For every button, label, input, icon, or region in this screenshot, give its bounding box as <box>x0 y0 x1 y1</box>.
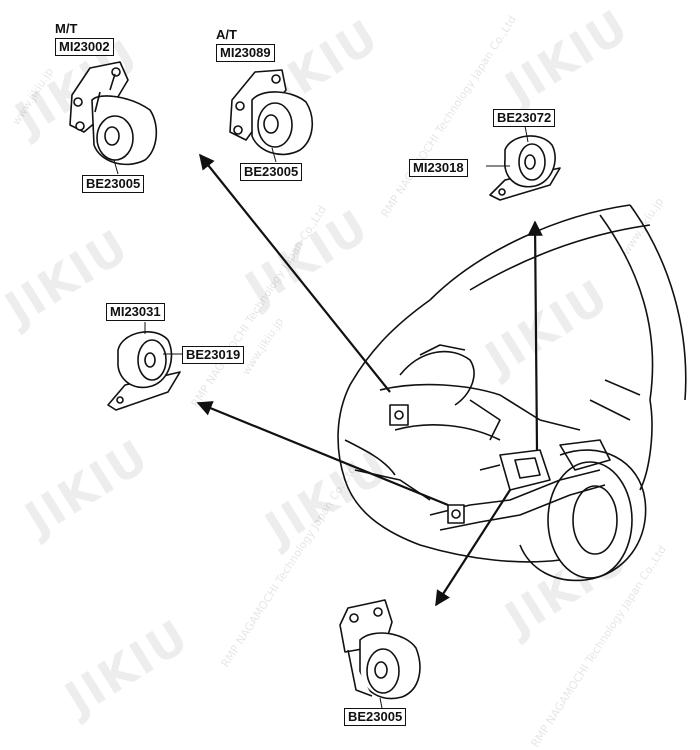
part-label-be23005-bottom: BE23005 <box>344 708 407 726</box>
arrow-to-be23072 <box>527 220 543 451</box>
part-label-mi23089: MI23089 <box>216 44 275 62</box>
car-engine-bay-drawing <box>337 204 687 582</box>
part-label-mi23002: MI23002 <box>55 38 114 56</box>
part-label-mi23018: MI23018 <box>409 159 468 177</box>
mi23031-mount-drawing <box>107 331 181 411</box>
mt-mount-drawing <box>69 61 158 166</box>
mi23018-mount-drawing <box>489 135 561 201</box>
arrow-to-mt-at-mounts <box>199 153 391 393</box>
part-label-mi23031: MI23031 <box>106 303 165 321</box>
mt-heading: M/T <box>55 21 78 36</box>
arrows <box>196 153 543 607</box>
part-label-be23005-mt: BE23005 <box>82 175 145 193</box>
arrow-to-mi23031 <box>196 401 449 507</box>
part-label-be23005-at: BE23005 <box>240 163 303 181</box>
part-label-be23072: BE23072 <box>493 109 556 127</box>
arrow-to-bottom-mount <box>435 489 511 607</box>
bottom-mount-drawing <box>339 599 421 700</box>
at-mount-drawing <box>229 69 313 156</box>
at-heading: A/T <box>216 27 237 42</box>
part-label-be23019: BE23019 <box>182 346 245 364</box>
leader-lines <box>113 125 529 709</box>
